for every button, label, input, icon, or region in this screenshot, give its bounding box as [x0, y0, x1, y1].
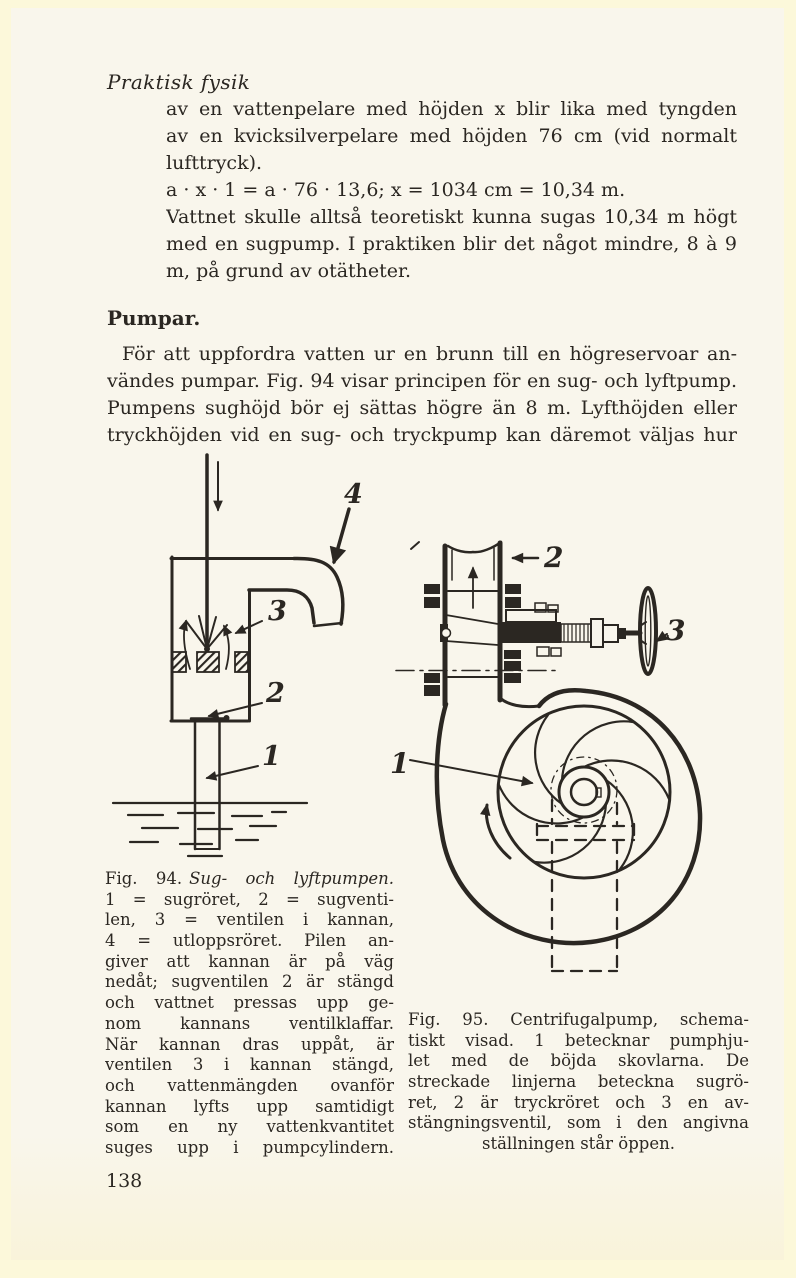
- suction-pipe: [193, 720, 221, 851]
- page-number: 138: [106, 1170, 143, 1192]
- text-line: Fig. 95. Centrifugalpump, schema-: [408, 1010, 749, 1029]
- pumps-paragraph: För att uppfordra vatten ur en brunn til…: [107, 341, 737, 449]
- text-line: av en kvicksilverpelare med höjden 76 cm…: [166, 125, 737, 147]
- text-line: av en vattenpelare med höjden x blir lik…: [166, 98, 737, 120]
- impeller-vanes: [497, 713, 671, 871]
- text-line: a · x · 1 = a · 76 · 13,6; x = 1034 cm =…: [166, 179, 626, 201]
- text-line: Pumpens sughöjd bör ej sättas högre än 8…: [107, 397, 737, 419]
- text-line: som en ny vattenkvantitet: [105, 1117, 394, 1137]
- text-line: vändes pumpar. Fig. 94 visar principen f…: [107, 370, 737, 392]
- pipe-flanges: [424, 584, 521, 696]
- fig95-label-1: 1: [390, 747, 409, 780]
- text-line: giver att kannan är på väg: [105, 951, 394, 971]
- water-flow-arrows: [178, 619, 233, 670]
- text-line: tiskt visad. 1 betecknar pumphju-: [408, 1030, 749, 1050]
- bottom-valve: [189, 715, 230, 721]
- intro-paragraph: av en vattenpelare med höjden x blir lik…: [166, 96, 737, 285]
- text-line: och vattnet pressas upp ge-: [105, 993, 394, 1013]
- text-line: lufttryck).: [166, 152, 263, 174]
- piston-valve-flaps: [185, 615, 228, 652]
- fig94-label-2: 2: [265, 678, 285, 709]
- text-line: och vattenmängden ovanför: [105, 1075, 394, 1095]
- text-line: stängningsventil, som i den angivna: [408, 1113, 749, 1133]
- text-line: För att uppfordra vatten ur en brunn til…: [122, 343, 737, 365]
- fig94-caption-body: 1 = sugröret, 2 = sugventi-len, 3 = vent…: [105, 890, 394, 1159]
- fig94-label-3: 3: [268, 596, 287, 627]
- valve-spindle: [500, 618, 647, 648]
- fig94-diagram: 4 3 2 1: [111, 453, 363, 858]
- fig94-caption: Fig. 94. Sug- och lyftpumpen. 1 = sugröre…: [105, 869, 394, 1159]
- section-heading: Pumpar.: [107, 306, 201, 330]
- scan-tick: [410, 541, 420, 550]
- text-line: När kannan dras uppåt, är: [105, 1034, 394, 1054]
- text-line: ventilen 3 i kannan stängd,: [105, 1055, 394, 1075]
- text-line: ställningen står öppen.: [482, 1134, 675, 1154]
- pump-cylinder: [169, 555, 298, 723]
- shutoff-valve-body: [440, 602, 562, 657]
- fig95-label-3: 3: [666, 614, 685, 647]
- suction-pipe-dashed: [535, 798, 636, 973]
- fig94-label-1: 1: [262, 741, 281, 772]
- fig94-label-4: 4: [344, 479, 363, 510]
- text-line: kannan lyfts upp samtidigt: [105, 1096, 394, 1116]
- text-line: let med de böjda skovlarna. De: [408, 1051, 749, 1071]
- fig95-label-arrows: [409, 552, 669, 787]
- text-line: nom kannans ventilklaffar.: [105, 1013, 394, 1033]
- pump-rod: [205, 453, 223, 652]
- fig95-label-2: 2: [543, 541, 563, 574]
- impeller: [496, 704, 672, 880]
- text-line: m, på grund av otätheter.: [166, 260, 412, 282]
- text-line: streckade linjerna beteckna sugrö-: [408, 1072, 749, 1092]
- piston: [171, 651, 249, 673]
- water-surface: [111, 801, 309, 858]
- text-line: suges upp i pumpcylindern.: [105, 1137, 394, 1157]
- fig94-caption-title: Sug- och lyftpumpen.: [189, 869, 394, 888]
- fig94-label-arrows: [205, 507, 351, 781]
- text-line: tryckhöjden vid en sug- och tryckpump ka…: [107, 424, 737, 446]
- text-line: Vattnet skulle alltså teoretiskt kunna s…: [166, 206, 737, 228]
- outlet-spout: [247, 556, 345, 628]
- handwheel: [638, 586, 658, 676]
- volute-casing: [434, 688, 703, 946]
- running-header: Praktisk fysik: [107, 70, 251, 94]
- fig95-diagram: 2 3 1: [390, 540, 703, 973]
- rotation-arrow: [480, 803, 512, 860]
- text-line: 1 = sugröret, 2 = sugventi-: [105, 889, 394, 909]
- fig94-caption-number: Fig. 94.: [105, 869, 183, 888]
- text-line: med en sugpump. I praktiken blir det någ…: [166, 233, 737, 255]
- fig95-caption: Fig. 95. Centrifugalpump, schema-tiskt v…: [408, 1010, 749, 1155]
- text-line: 4 = utloppsröret. Pilen an-: [105, 931, 394, 951]
- text-line: nedåt; sugventilen 2 är stängd: [105, 972, 394, 992]
- text-line: ret, 2 är tryckröret och 3 en av-: [408, 1092, 749, 1112]
- fig94-caption-title-line: Fig. 94. Sug- och lyftpumpen.: [105, 869, 394, 890]
- text-line: len, 3 = ventilen i kannan,: [105, 910, 394, 930]
